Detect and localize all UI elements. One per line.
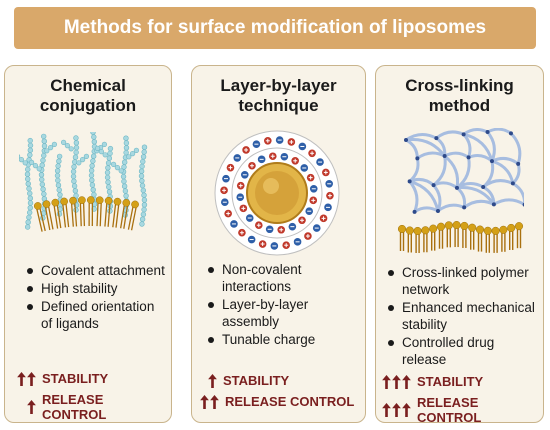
up-arrow-icon xyxy=(402,374,411,389)
lipid-bilayer xyxy=(398,220,524,253)
panel-layer-by-layer: Layer-by-layer technique Non-covalent in… xyxy=(191,65,366,423)
panel-title: Layer-by-layer technique xyxy=(192,76,365,116)
up-arrow-icon xyxy=(17,371,26,386)
bullet-item: Layer-by-layer assembly xyxy=(204,296,359,330)
panel-title: Cross-linking method xyxy=(376,76,543,116)
up-arrow-icon xyxy=(200,394,220,409)
panel-cross-linking: Cross-linking method Cross-linked polyme… xyxy=(375,65,544,425)
bullet-list: Non-covalent interactions Layer-by-layer… xyxy=(204,261,359,349)
up-arrow-icon xyxy=(382,374,412,389)
conjugated-membrane-illustration xyxy=(19,132,148,232)
up-arrow-icon xyxy=(27,371,36,386)
up-arrow-icon xyxy=(210,394,219,409)
indicator-label: RELEASE CONTROL xyxy=(225,394,355,409)
panel-title-line1: Layer-by-layer xyxy=(220,76,337,95)
bullet-item: Defined orientation of ligands xyxy=(23,298,168,332)
bullet-item: Non-covalent interactions xyxy=(204,261,359,295)
bullet-item: Controlled drug release xyxy=(384,334,542,368)
indicator-label: STABILITY xyxy=(223,373,290,388)
panel-title-line2: method xyxy=(428,96,491,115)
bullet-item: Covalent attachment xyxy=(23,262,168,279)
indicator-label: RELEASE CONTROL xyxy=(42,392,107,422)
up-arrow-icon xyxy=(402,403,411,417)
indicator-label: RELEASE CONTROL xyxy=(417,395,482,425)
up-arrow-icon xyxy=(208,373,217,388)
outer-charge-ring xyxy=(220,136,334,250)
up-arrow-icon xyxy=(27,400,37,414)
up-arrow-icon xyxy=(382,374,391,389)
up-arrow-icon xyxy=(382,403,391,417)
up-arrow-icon xyxy=(382,403,412,417)
page-title: Methods for surface modification of lipo… xyxy=(14,7,536,49)
up-arrow-icon xyxy=(17,371,37,386)
polymer-network xyxy=(404,128,524,214)
release-control-indicator: RELEASE CONTROL xyxy=(200,394,354,409)
bullet-list: Covalent attachment High stability Defin… xyxy=(23,262,168,333)
crosslinked-network-illustration xyxy=(398,128,524,253)
core-highlight xyxy=(263,178,279,194)
up-arrow-icon xyxy=(200,394,209,409)
release-control-indicator: RELEASE CONTROL xyxy=(382,395,543,425)
layered-liposome-illustration xyxy=(214,130,340,256)
up-arrow-icon xyxy=(392,374,401,389)
inner-charge-ring xyxy=(236,152,318,234)
up-arrow-icon xyxy=(392,403,401,417)
bullet-item: Cross-linked polymer network xyxy=(384,264,542,298)
panel-title-line1: Cross-linking xyxy=(405,76,514,95)
panel-title-line2: technique xyxy=(238,96,319,115)
release-control-indicator: RELEASE CONTROL xyxy=(27,392,171,422)
up-arrow-icon xyxy=(208,373,218,388)
bullet-item: Tunable charge xyxy=(204,331,359,348)
indicator-label: STABILITY xyxy=(417,374,484,389)
panel-chemical-conjugation: Chemical conjugation Covalent attachment… xyxy=(4,65,172,423)
panel-title-line2: conjugation xyxy=(39,96,137,115)
panel-title-line1: Chemical xyxy=(50,76,126,95)
bullet-item: Enhanced mechanical stability xyxy=(384,299,542,333)
liposome-core-inner xyxy=(255,171,299,215)
stability-indicator: STABILITY xyxy=(208,373,289,388)
up-arrow-icon xyxy=(27,400,36,414)
bullet-list: Cross-linked polymer network Enhanced me… xyxy=(384,264,542,369)
lipid-bilayer xyxy=(33,196,139,232)
stability-indicator: STABILITY xyxy=(17,371,108,386)
panel-title: Chemical conjugation xyxy=(5,76,171,116)
ligand-chains xyxy=(19,132,148,230)
stability-indicator: STABILITY xyxy=(382,374,483,389)
indicator-label: STABILITY xyxy=(42,371,109,386)
bullet-item: High stability xyxy=(23,280,168,297)
